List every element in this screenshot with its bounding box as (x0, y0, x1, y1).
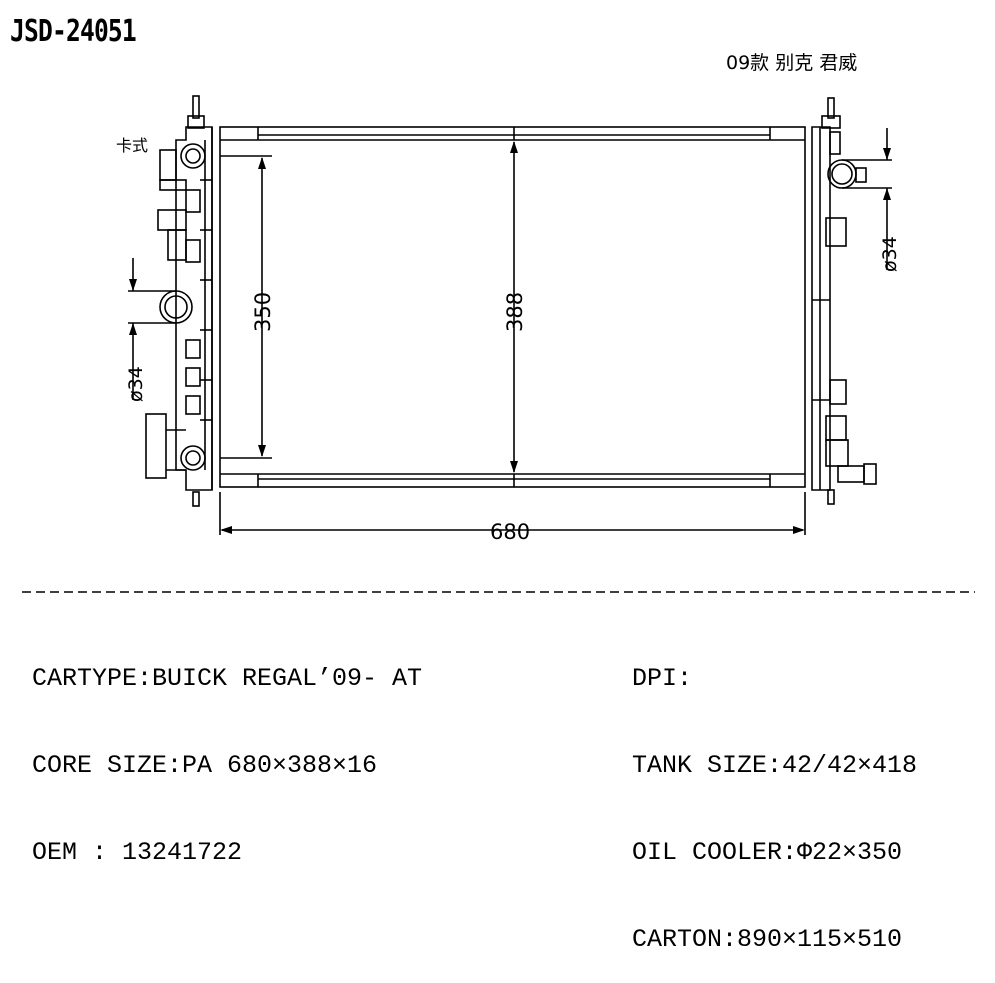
core-size-line: CORE SIZE:PA 680×388×16 (32, 751, 378, 780)
left-tank (145, 95, 213, 507)
clip-label: 卡式 (116, 136, 148, 155)
core-outline (219, 126, 806, 488)
left-pipe-diameter-label: ø34 (125, 366, 147, 402)
left-bottom-fitting (180, 445, 206, 471)
right-pipe-diameter-label: ø34 (879, 236, 901, 272)
right-tank (811, 97, 877, 505)
dpi-line: DPI: (632, 664, 693, 693)
carton-line: CARTON:890×115×510 (632, 925, 903, 954)
left-top-fitting (180, 143, 206, 169)
model-note: 09款 别克 君威 (726, 52, 858, 74)
oil-cooler-line: OIL COOLER:Φ22×350 (632, 838, 903, 867)
part-number-title: JSD-24051 (10, 14, 137, 49)
specs-left: CARTYPE:BUICK REGAL’09- AT CORE SIZE:PA … (32, 606, 422, 896)
width-dimension-label: 680 (490, 520, 530, 544)
oem-line: OEM : 13241722 (32, 838, 243, 867)
specs-right: DPI: TANK SIZE:42/42×418 OIL COOLER:Φ22×… (632, 606, 917, 983)
cartype-line: CARTYPE:BUICK REGAL’09- AT (32, 664, 423, 693)
core-height-label: 388 (503, 292, 527, 332)
tank-size-line: TANK SIZE:42/42×418 (632, 751, 918, 780)
radiator-drawing: 卡式 680 388 350 ø34 ø34 (22, 95, 975, 593)
inner-height-label: 350 (251, 292, 275, 332)
